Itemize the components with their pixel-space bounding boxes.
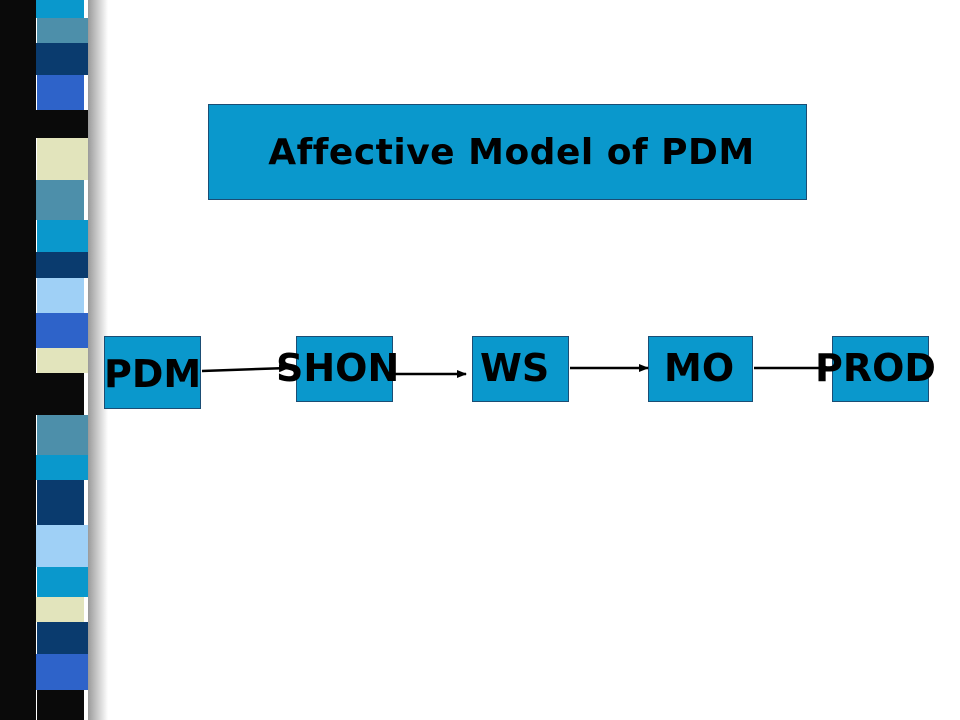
stripe-block	[37, 690, 84, 720]
stripe-block	[36, 43, 88, 75]
node-shon-box	[296, 336, 393, 402]
diagram-title: Affective Model of PDM	[268, 131, 755, 173]
node-ws-box	[472, 336, 569, 402]
stripe-block	[37, 138, 88, 180]
node-prod-label: PROD	[815, 346, 936, 390]
stripe-block	[36, 597, 84, 622]
stripe-block	[37, 278, 84, 313]
stripe-block	[37, 480, 84, 525]
stripe-block	[36, 252, 88, 278]
node-mo-label: MO	[664, 346, 735, 390]
stripe-block	[36, 373, 84, 415]
stripe-block	[37, 622, 88, 654]
stripe-block	[37, 220, 88, 252]
node-pdm-label: PDM	[104, 352, 202, 396]
stripe-block	[36, 525, 88, 567]
title-box: Affective Model of PDM	[208, 104, 807, 200]
stripe-block	[37, 415, 88, 455]
stripe-block	[36, 313, 88, 348]
stripe-block	[37, 18, 88, 43]
node-pdm-box	[104, 336, 201, 409]
node-mo-box	[648, 336, 753, 402]
stripe-block	[36, 180, 84, 220]
node-prod-box	[832, 336, 929, 402]
node-shon-label: SHON	[276, 346, 400, 390]
decorative-stripe-border	[0, 0, 108, 720]
stripe-block	[37, 348, 88, 373]
stripe-block	[36, 654, 88, 690]
stripe-block	[36, 455, 88, 480]
node-ws-label: WS	[480, 346, 550, 390]
stripe-block	[37, 75, 84, 110]
stripe-block	[37, 567, 88, 597]
stripe-block	[36, 110, 88, 138]
stripe-block	[36, 0, 84, 18]
